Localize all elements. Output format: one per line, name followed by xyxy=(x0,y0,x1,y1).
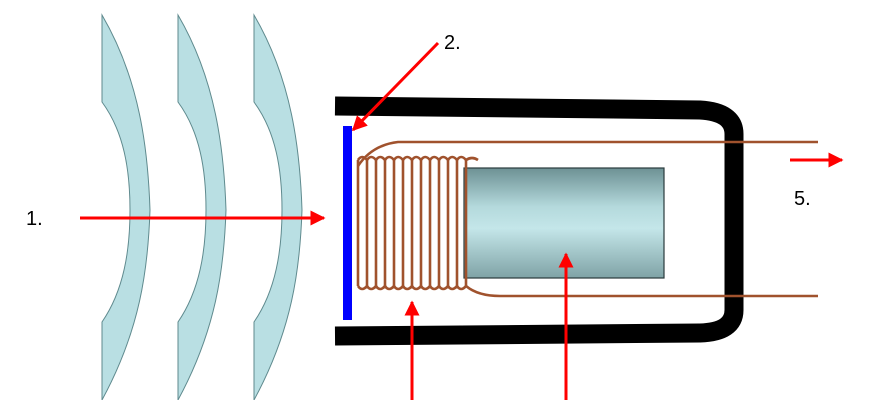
diaphragm-pointer-arrow xyxy=(351,41,440,132)
microphone-housing xyxy=(334,96,744,346)
label-sound-waves: 1. xyxy=(26,208,43,230)
coil-lead-bottom xyxy=(465,284,818,298)
magnet-core xyxy=(463,167,665,279)
wavefront-1 xyxy=(101,13,151,400)
label-diaphragm: 2. xyxy=(444,32,461,54)
coil-lead-top xyxy=(356,140,818,167)
sound-wavefronts xyxy=(101,13,303,400)
wavefront-3 xyxy=(253,13,303,400)
diaphragm xyxy=(343,126,352,320)
voice-coil xyxy=(356,155,479,291)
wavefront-2 xyxy=(177,13,227,400)
label-output: 5. xyxy=(794,188,811,210)
